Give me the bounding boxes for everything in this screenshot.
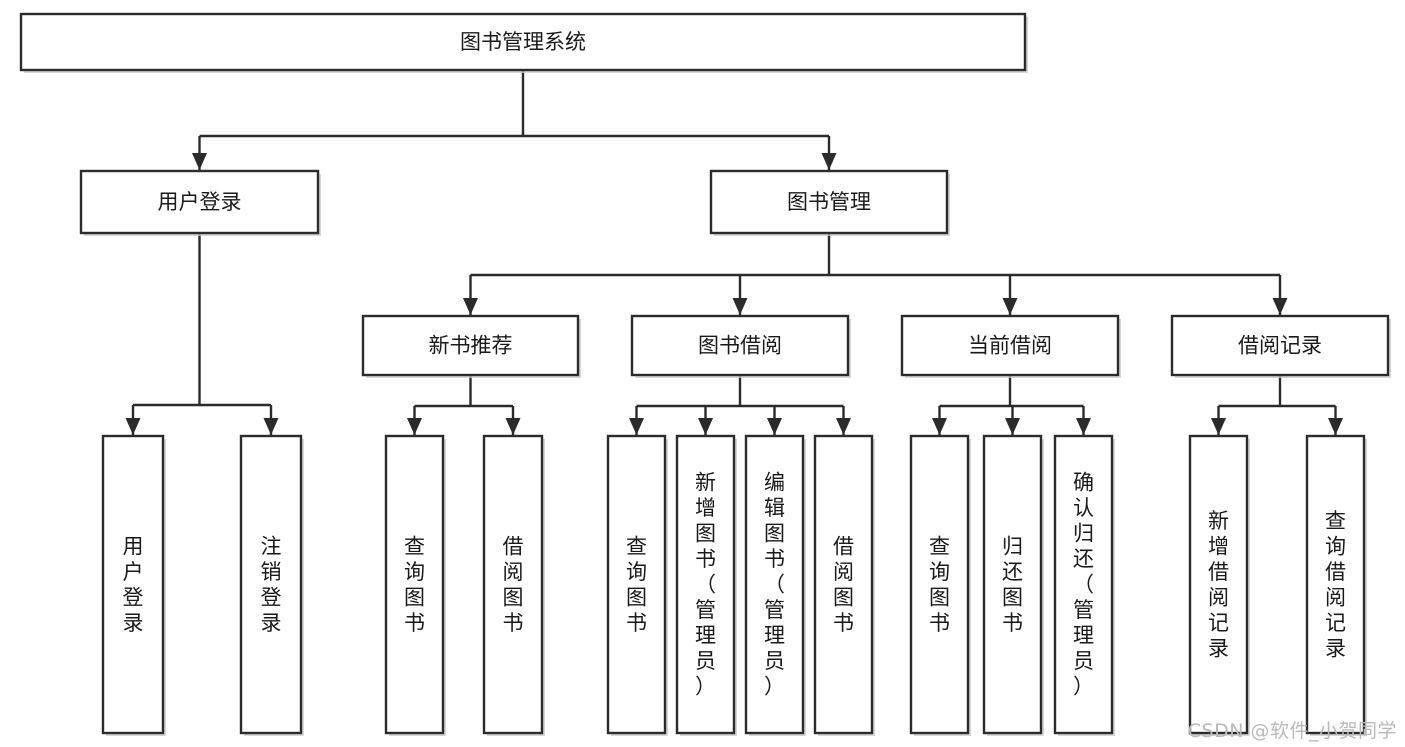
- node-rect[interactable]: [482, 434, 544, 735]
- node-label: 查询图书: [929, 534, 950, 635]
- node-label: 新增借阅记录: [1208, 509, 1229, 661]
- arrow-head-icon: [1076, 418, 1091, 435]
- node-root-0[interactable]: 图书管理系统: [19, 12, 1028, 73]
- node-label: 用户登录: [158, 190, 242, 214]
- arrow-head-icon: [125, 418, 141, 435]
- arrow-head-icon: [407, 418, 422, 435]
- node-layer: 图书管理系统用户登录图书管理新书推荐图书借阅当前借阅借阅记录用户登录注销登录查询…: [19, 12, 1391, 736]
- node-rect[interactable]: [630, 314, 850, 377]
- arrow-head-icon: [463, 298, 478, 315]
- node-rect[interactable]: [813, 434, 874, 735]
- node-label: 查询图书: [626, 534, 647, 635]
- node-label: 用户登录: [123, 534, 144, 635]
- node-leaf-12[interactable]: 查询借阅记录: [1305, 434, 1367, 736]
- arrow-head-icon: [932, 418, 947, 435]
- node-rect[interactable]: [675, 434, 736, 735]
- arrow-head-icon: [263, 418, 279, 435]
- node-label: 借阅记录: [1238, 334, 1322, 358]
- node-level2-0[interactable]: 新书推荐: [361, 314, 581, 378]
- node-rect[interactable]: [982, 434, 1043, 735]
- node-rect[interactable]: [361, 314, 580, 377]
- node-rect[interactable]: [384, 434, 445, 735]
- node-label: 图书借阅: [698, 334, 782, 358]
- node-rect[interactable]: [606, 434, 667, 735]
- arrow-head-icon: [821, 153, 837, 170]
- node-rect[interactable]: [709, 169, 949, 235]
- node-leaf-5[interactable]: 新增图书（管理员）: [675, 434, 737, 736]
- node-rect[interactable]: [19, 12, 1027, 72]
- arrow-head-icon: [192, 153, 207, 170]
- node-label: 借阅图书: [503, 534, 524, 635]
- node-leaf-1[interactable]: 注销登录: [239, 434, 304, 736]
- node-rect[interactable]: [744, 434, 805, 735]
- node-rect[interactable]: [1170, 314, 1390, 377]
- node-level2-1[interactable]: 图书借阅: [630, 314, 851, 378]
- arrow-head-icon: [1002, 298, 1018, 315]
- arrow-head-icon: [505, 418, 521, 435]
- node-rect[interactable]: [1188, 434, 1249, 735]
- node-label: 图书管理系统: [460, 30, 586, 54]
- node-rect[interactable]: [101, 434, 165, 735]
- node-level2-2[interactable]: 当前借阅: [900, 314, 1121, 378]
- node-rect[interactable]: [1053, 434, 1114, 735]
- arrow-head-icon: [1005, 418, 1020, 435]
- node-leaf-2[interactable]: 查询图书: [384, 434, 446, 736]
- arrow-head-icon: [1328, 418, 1343, 435]
- node-label: 图书管理: [787, 190, 871, 214]
- node-rect[interactable]: [1305, 434, 1366, 735]
- arrow-head-icon: [629, 418, 644, 435]
- arrow-head-icon: [1211, 418, 1226, 435]
- node-leaf-8[interactable]: 查询图书: [909, 434, 971, 736]
- node-leaf-6[interactable]: 编辑图书（管理员）: [744, 434, 806, 736]
- node-label: 确认归还（管理员）: [1073, 471, 1094, 699]
- node-label: 查询借阅记录: [1325, 509, 1346, 661]
- node-level1-0[interactable]: 用户登录: [79, 169, 321, 236]
- node-level1-1[interactable]: 图书管理: [709, 169, 950, 236]
- arrow-head-icon: [1272, 298, 1288, 315]
- node-label: 查询图书: [404, 534, 425, 635]
- node-rect[interactable]: [900, 314, 1120, 377]
- node-label: 新增图书（管理员）: [695, 471, 716, 699]
- node-rect[interactable]: [239, 434, 303, 735]
- node-leaf-11[interactable]: 新增借阅记录: [1188, 434, 1250, 736]
- arrow-head-icon: [836, 418, 851, 435]
- arrow-head-icon: [767, 418, 782, 435]
- node-leaf-7[interactable]: 借阅图书: [813, 434, 875, 736]
- node-label: 借阅图书: [833, 534, 854, 635]
- node-rect[interactable]: [79, 169, 320, 235]
- node-rect[interactable]: [909, 434, 970, 735]
- node-leaf-3[interactable]: 借阅图书: [482, 434, 545, 736]
- node-leaf-0[interactable]: 用户登录: [101, 434, 166, 736]
- node-label: 注销登录: [261, 534, 282, 635]
- connector-layer: [125, 70, 1343, 435]
- arrow-head-icon: [698, 418, 713, 435]
- node-leaf-10[interactable]: 确认归还（管理员）: [1053, 434, 1115, 736]
- node-label: 当前借阅: [968, 334, 1052, 358]
- node-level2-3[interactable]: 借阅记录: [1170, 314, 1391, 378]
- arrow-head-icon: [732, 298, 748, 315]
- node-leaf-4[interactable]: 查询图书: [606, 434, 668, 736]
- node-label: 新书推荐: [429, 334, 513, 358]
- node-label: 编辑图书（管理员）: [764, 471, 785, 699]
- node-label: 归还图书: [1002, 534, 1023, 635]
- node-leaf-9[interactable]: 归还图书: [982, 434, 1044, 736]
